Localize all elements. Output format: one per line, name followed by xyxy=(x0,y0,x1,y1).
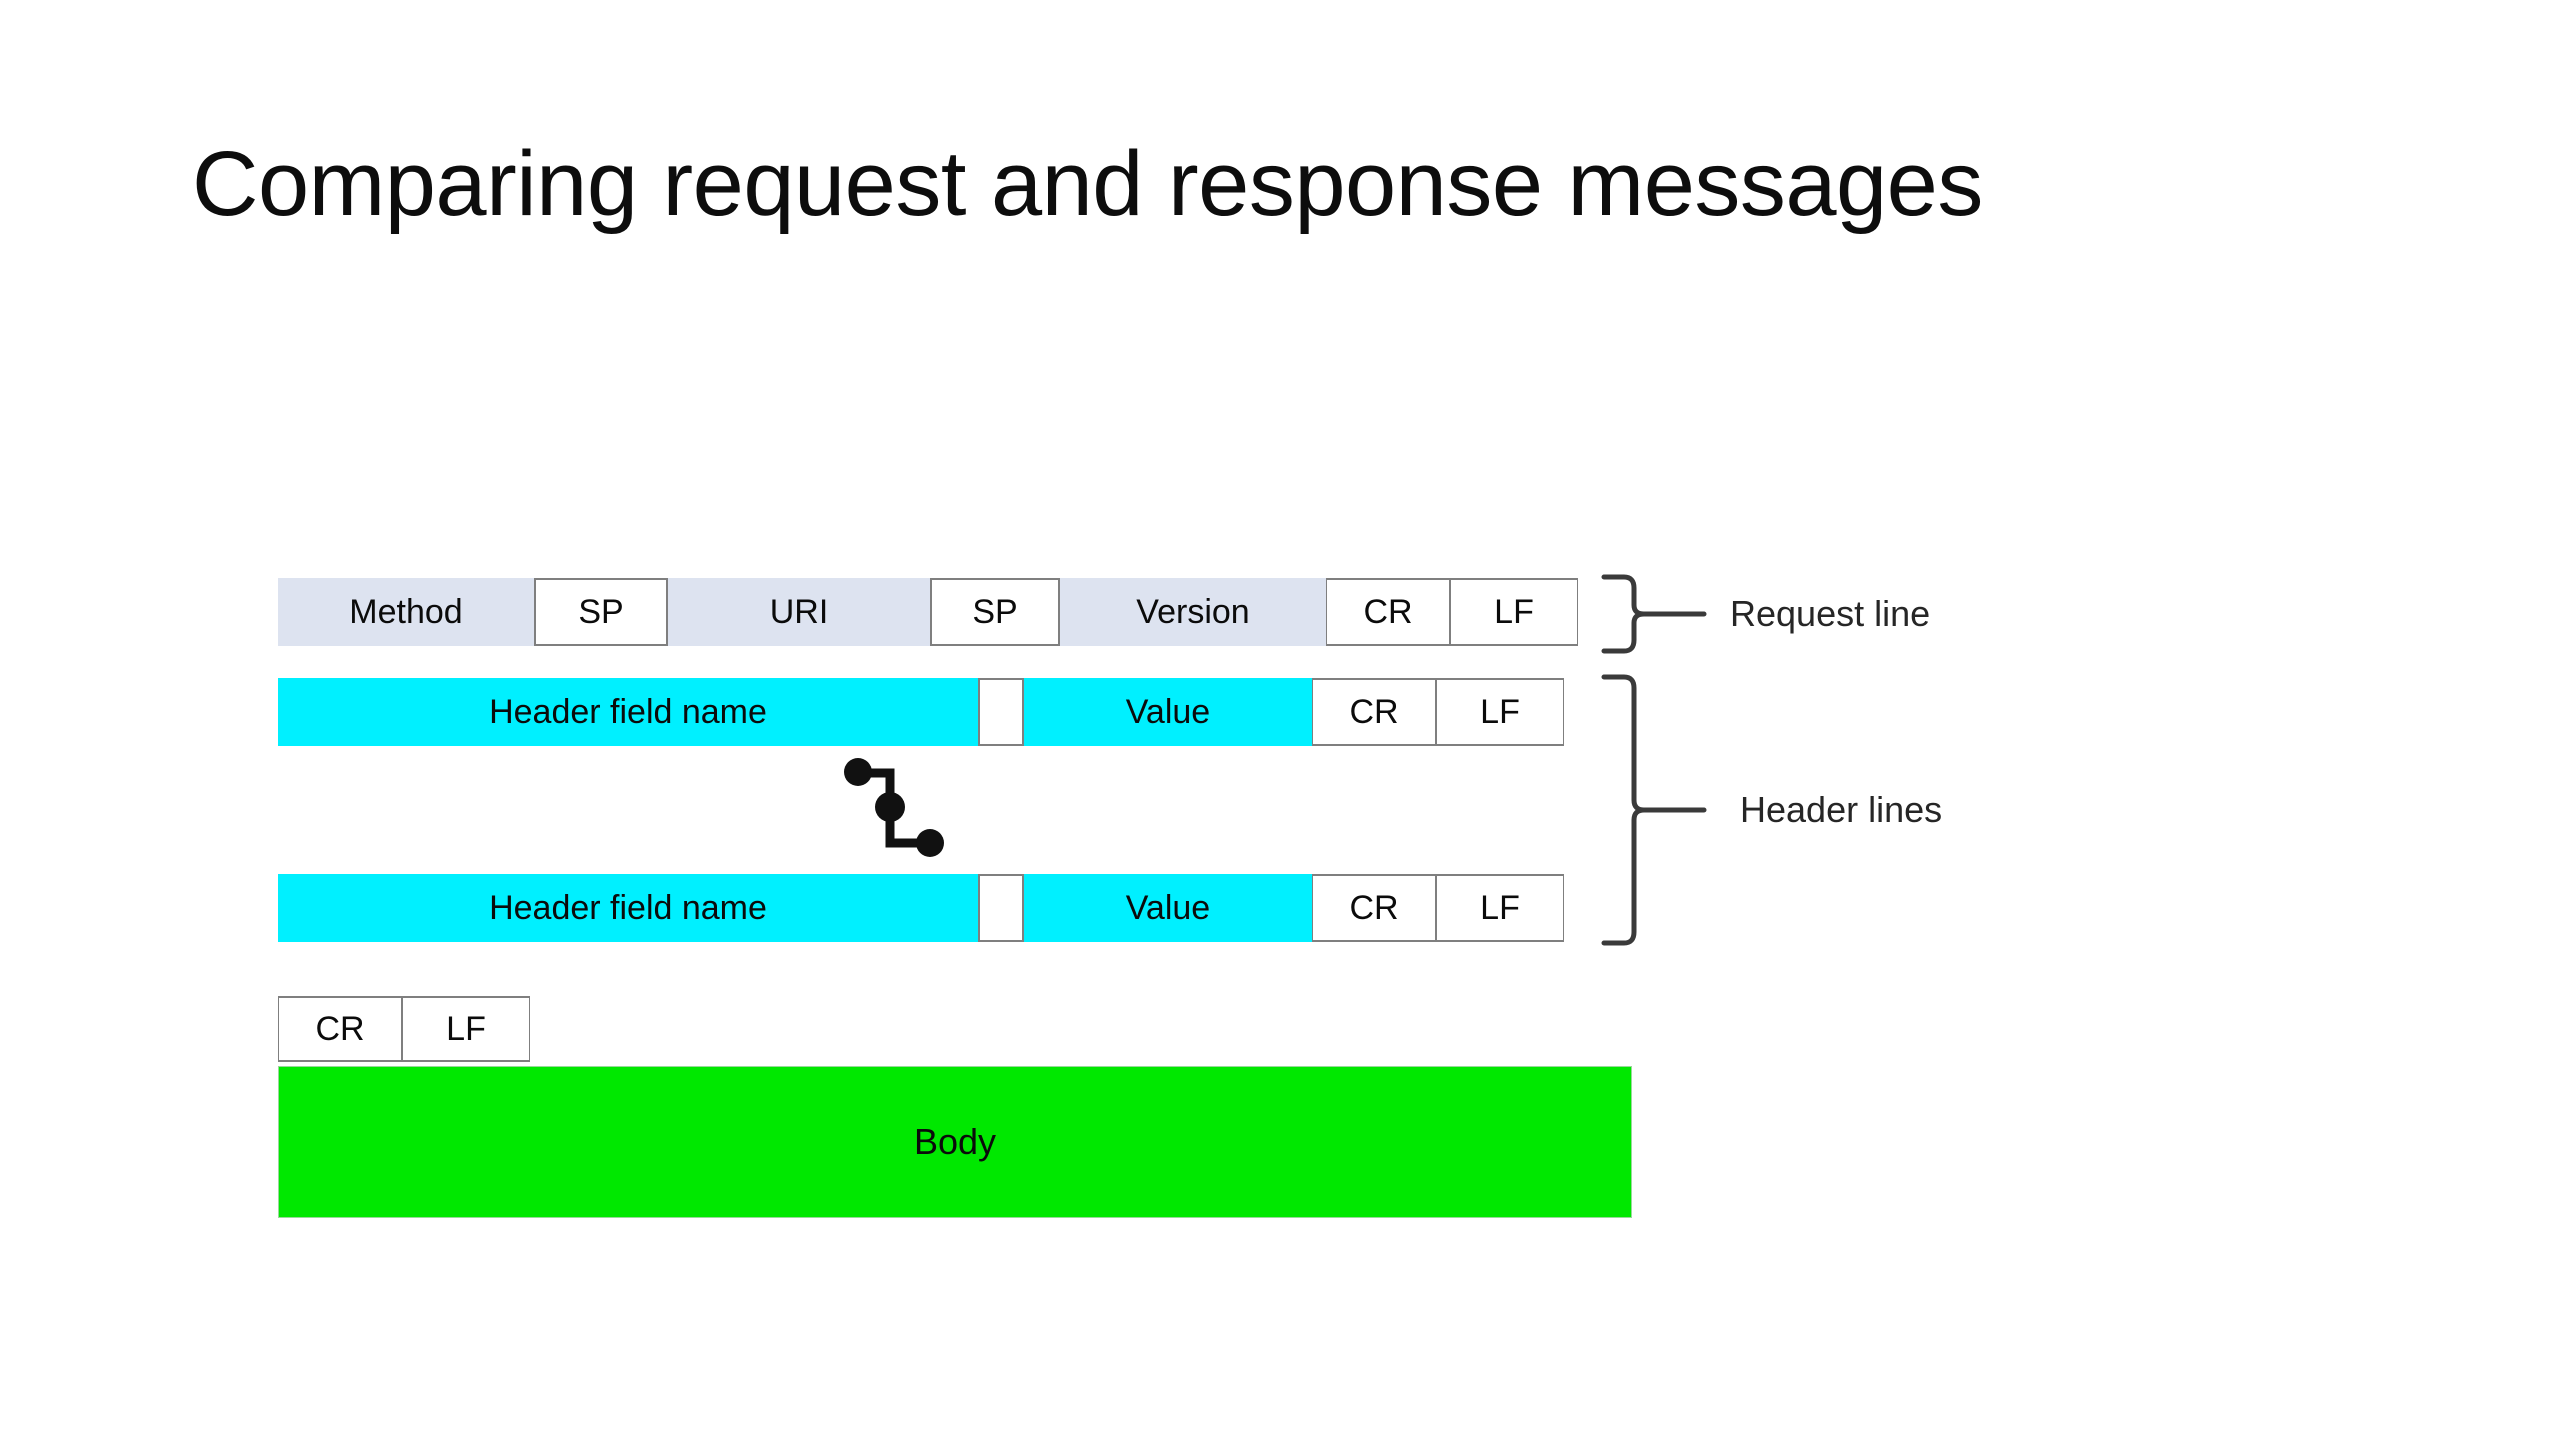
cell-lf-blank-line: LF xyxy=(402,996,530,1062)
cell-lf-header-1-label: LF xyxy=(1480,693,1520,731)
cell-separator-1 xyxy=(978,678,1024,746)
message-body-block: Body xyxy=(278,1066,1632,1218)
cell-sp-1-label: SP xyxy=(578,593,624,631)
cell-lf-header-2-label: LF xyxy=(1480,889,1520,927)
cell-sp-1: SP xyxy=(534,578,668,646)
cell-lf-header-2: LF xyxy=(1436,874,1564,942)
cell-version-label: Version xyxy=(1136,593,1250,631)
request-line-row: Method SP URI SP Version CR LF xyxy=(278,578,1578,646)
cell-header-field-name-1-label: Header field name xyxy=(489,693,767,731)
cell-uri: URI xyxy=(668,578,930,646)
header-lines-brace-label: Header lines xyxy=(1740,789,1943,830)
cell-cr-blank-line: CR xyxy=(278,996,402,1062)
request-line-brace-label: Request line xyxy=(1730,593,1931,634)
cell-cr-request-line-label: CR xyxy=(1363,593,1413,631)
header-line-row-2: Header field name Value CR LF xyxy=(278,874,1564,942)
vertical-ellipsis-icon xyxy=(820,745,960,865)
cell-header-value-2-label: Value xyxy=(1125,889,1211,927)
cell-header-value-2: Value xyxy=(1024,874,1312,942)
cell-lf-blank-line-label: LF xyxy=(446,1010,486,1048)
cell-header-value-1: Value xyxy=(1024,678,1312,746)
blank-line-row: CR LF xyxy=(278,996,530,1062)
cell-cr-header-2: CR xyxy=(1312,874,1436,942)
cell-header-field-name-2: Header field name xyxy=(278,874,978,942)
cell-separator-2 xyxy=(978,874,1024,942)
cell-cr-header-1: CR xyxy=(1312,678,1436,746)
cell-lf-header-1: LF xyxy=(1436,678,1564,746)
cell-lf-request-line-label: LF xyxy=(1494,593,1534,631)
header-lines-brace-icon xyxy=(1601,674,1707,946)
cell-header-value-1-label: Value xyxy=(1125,693,1211,731)
header-line-row-1: Header field name Value CR LF xyxy=(278,678,1564,746)
cell-method-label: Method xyxy=(349,593,463,631)
page-title: Comparing request and response messages xyxy=(192,133,1983,235)
cell-lf-request-line: LF xyxy=(1450,578,1578,646)
cell-cr-request-line: CR xyxy=(1326,578,1450,646)
cell-uri-label: URI xyxy=(769,593,829,631)
cell-cr-header-2-label: CR xyxy=(1349,889,1399,927)
cell-version: Version xyxy=(1060,578,1326,646)
message-body-label: Body xyxy=(913,1121,997,1162)
cell-cr-blank-line-label: CR xyxy=(315,1010,365,1048)
cell-header-field-name-2-label: Header field name xyxy=(489,889,767,927)
cell-cr-header-1-label: CR xyxy=(1349,693,1399,731)
cell-method: Method xyxy=(278,578,534,646)
cell-sp-2: SP xyxy=(930,578,1060,646)
cell-header-field-name-1: Header field name xyxy=(278,678,978,746)
cell-sp-2-label: SP xyxy=(972,593,1018,631)
request-line-brace-icon xyxy=(1601,574,1707,654)
